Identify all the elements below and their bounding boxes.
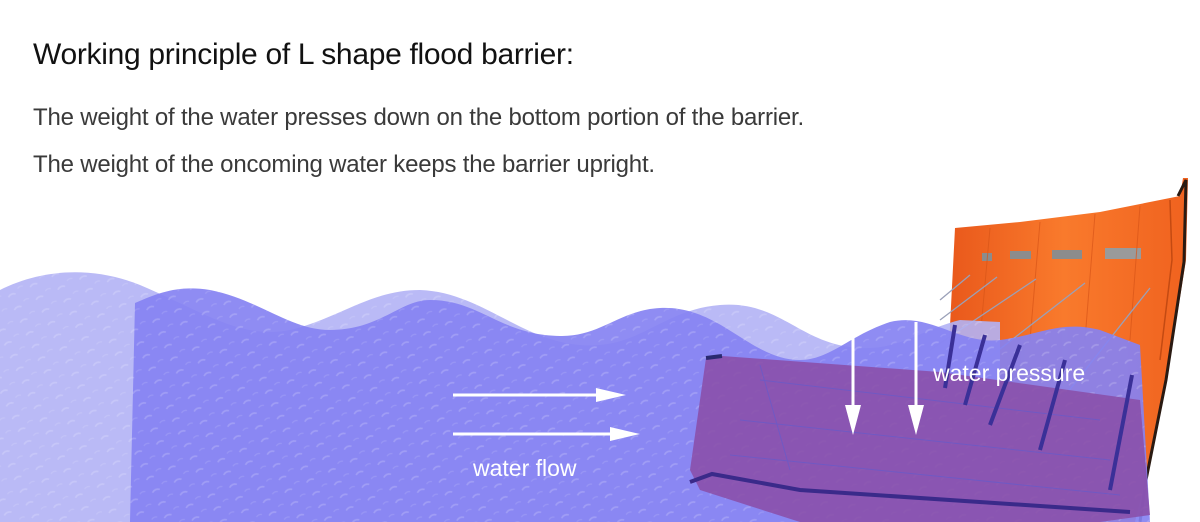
diagram-title: Working principle of L shape flood barri… bbox=[33, 38, 574, 71]
description-line-2: The weight of the oncoming water keeps t… bbox=[33, 151, 655, 178]
water-pressure-label: water pressure bbox=[933, 360, 1086, 386]
water-flow-label: water flow bbox=[473, 455, 577, 481]
water-pressure-arrows bbox=[845, 322, 924, 435]
barrier-base bbox=[689, 324, 1150, 522]
water-flow-arrows bbox=[453, 388, 640, 441]
description-line-1: The weight of the water presses down on … bbox=[33, 104, 804, 131]
